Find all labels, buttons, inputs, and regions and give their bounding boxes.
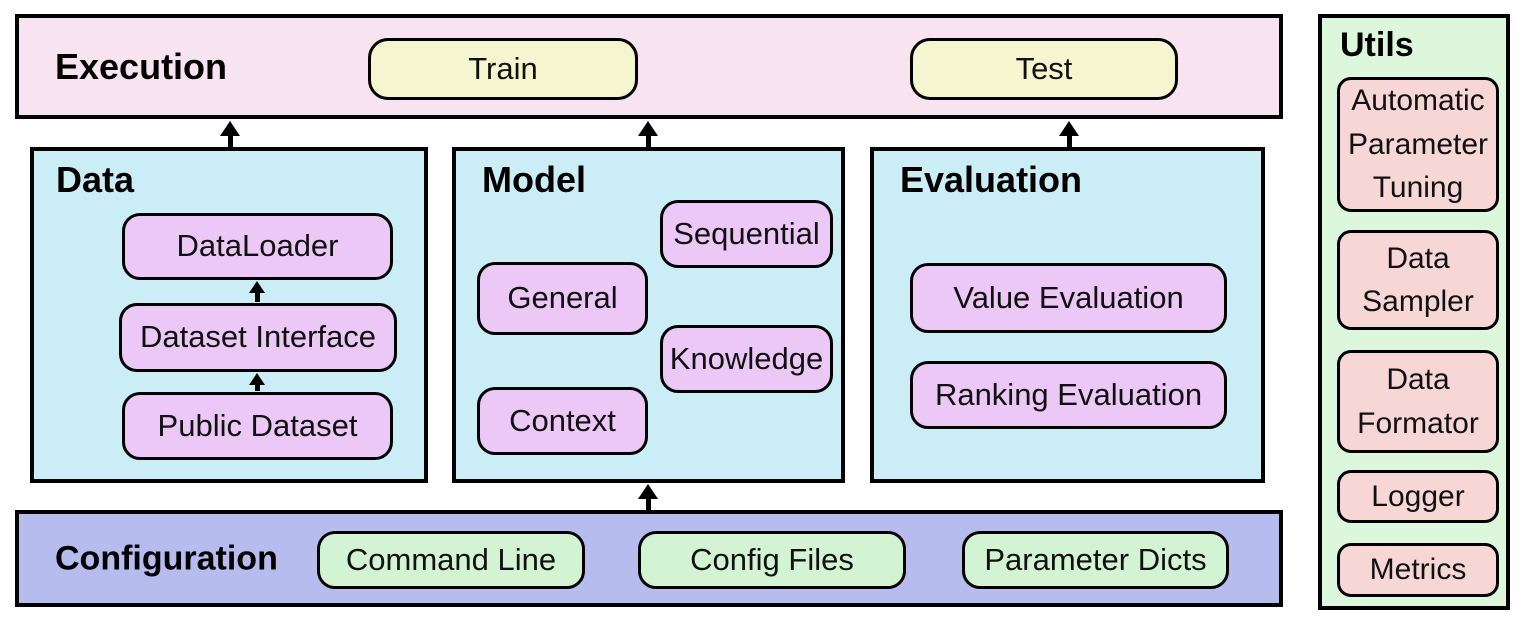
- public-dataset-node: Public Dataset: [122, 392, 393, 460]
- test-node: Test: [910, 38, 1178, 100]
- dataset-interface-node: Dataset Interface: [119, 303, 397, 372]
- config-files-node: Config Files: [638, 531, 906, 589]
- logger-node: Logger: [1337, 470, 1499, 523]
- data-panel: Data DataLoader Dataset Interface Public…: [30, 147, 428, 483]
- command-line-node: Command Line: [317, 531, 585, 589]
- data-sampler-node: Data Sampler: [1337, 230, 1499, 330]
- train-node: Train: [368, 38, 638, 100]
- configuration-title: Configuration: [55, 539, 278, 577]
- knowledge-node: Knowledge: [660, 325, 833, 393]
- sequential-node: Sequential: [660, 200, 833, 268]
- arrow-up-icon: [638, 121, 658, 147]
- value-evaluation-node: Value Evaluation: [910, 263, 1227, 333]
- ranking-evaluation-node: Ranking Evaluation: [910, 361, 1227, 429]
- metrics-node: Metrics: [1337, 543, 1499, 597]
- automatic-parameter-tuning-node: Automatic Parameter Tuning: [1337, 77, 1499, 212]
- model-panel: Model Sequential General Knowledge Conte…: [452, 147, 845, 483]
- parameter-dicts-node: Parameter Dicts: [962, 531, 1229, 589]
- execution-title: Execution: [55, 45, 228, 87]
- utils-title: Utils: [1340, 26, 1414, 64]
- evaluation-title: Evaluation: [900, 159, 1083, 200]
- execution-panel: Execution Train Test: [15, 14, 1283, 119]
- dataloader-node: DataLoader: [122, 213, 393, 280]
- evaluation-panel: Evaluation Value Evaluation Ranking Eval…: [870, 147, 1265, 483]
- arrow-up-icon: [249, 281, 265, 302]
- arrow-up-icon: [249, 373, 265, 391]
- data-formator-node: Data Formator: [1337, 350, 1499, 453]
- general-node: General: [477, 262, 648, 335]
- configuration-panel: Configuration Command Line Config Files …: [15, 510, 1283, 607]
- arrow-up-icon: [1059, 121, 1079, 147]
- data-title: Data: [56, 159, 135, 200]
- arrow-up-icon: [638, 484, 658, 513]
- model-title: Model: [482, 159, 586, 200]
- utils-panel: Utils Automatic Parameter Tuning Data Sa…: [1318, 14, 1510, 610]
- context-node: Context: [477, 387, 648, 455]
- arrow-up-icon: [220, 121, 240, 147]
